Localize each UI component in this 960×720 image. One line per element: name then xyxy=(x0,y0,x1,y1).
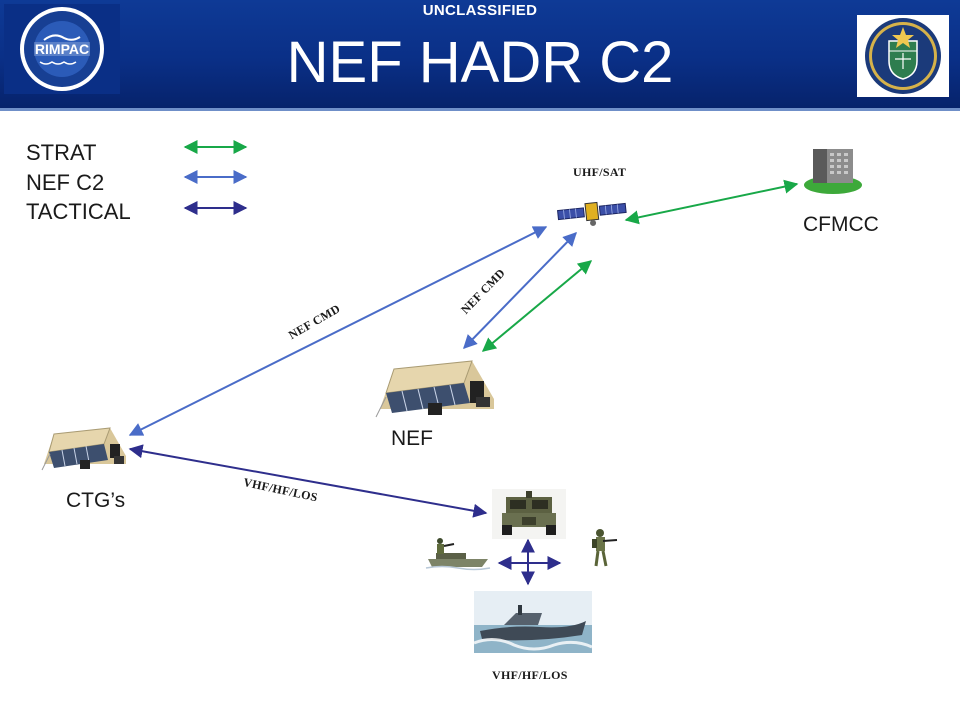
riverine-boat-icon xyxy=(473,591,593,653)
tent-icon xyxy=(375,360,494,418)
rimpac-logo-text: RIMPAC xyxy=(35,41,89,57)
cfmcc-label: CFMCC xyxy=(803,213,879,236)
link-ctg-units-tactical xyxy=(128,444,488,518)
legend-label-tactical: TACTICAL xyxy=(26,199,131,224)
header-banner xyxy=(0,0,960,110)
nef-label: NEF xyxy=(391,427,433,450)
satellite-icon xyxy=(557,201,627,226)
page-title: NEF HADR C2 xyxy=(286,30,674,95)
units-bottom-link-label: VHF/HF/LOS xyxy=(492,668,568,682)
rimpac-logo: RIMPAC xyxy=(4,4,120,94)
building-icon xyxy=(804,149,862,194)
header-divider xyxy=(0,108,960,111)
tent-icon xyxy=(41,427,126,471)
soldier-icon xyxy=(592,529,618,567)
link-sat-cfmcc xyxy=(624,179,799,225)
legend-label-nef-c2: NEF C2 xyxy=(26,170,105,195)
legend-label-strat: STRAT xyxy=(26,140,97,165)
satellite-label: UHF/SAT xyxy=(573,165,627,179)
classification-marking: UNCLASSIFIED xyxy=(422,2,538,19)
ctgs-label: CTG’s xyxy=(66,489,126,512)
humvee-icon xyxy=(492,489,566,539)
patrol-boat-icon xyxy=(425,538,491,571)
coastal-riverine-logo xyxy=(857,15,949,97)
link-ctg-sat-cmd xyxy=(128,226,548,436)
